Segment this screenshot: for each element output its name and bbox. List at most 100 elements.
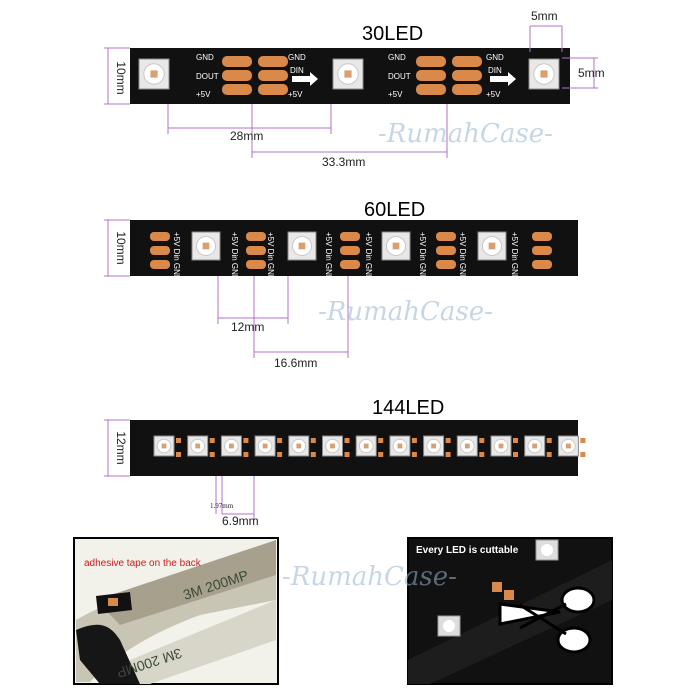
solder-pad xyxy=(452,84,482,95)
pad-text-60-6: +5V Din GND xyxy=(418,232,427,281)
width-label-60led: 10mm xyxy=(114,231,128,264)
solder-pad xyxy=(222,56,252,67)
pitch-label-60led: 12mm xyxy=(231,320,264,334)
solder-pads-30 xyxy=(222,56,482,95)
led-chip xyxy=(138,58,170,90)
led-chip xyxy=(288,435,310,457)
arrow-icon xyxy=(490,72,516,86)
led-chip xyxy=(287,231,317,261)
led-chips-144 xyxy=(153,435,586,457)
pitch-label-144led: 6.9mm xyxy=(222,514,259,528)
strip-30led: GND DOUT +5V GND DIN +5V GND DOUT +5V GN… xyxy=(130,48,570,104)
dimensions-144led xyxy=(104,419,255,520)
chip-height-label: 5mm xyxy=(578,66,605,80)
dimensions-60led xyxy=(104,219,349,358)
solder-pad xyxy=(452,56,482,67)
solder-pad xyxy=(378,452,384,457)
solder-pad xyxy=(532,260,552,269)
title-30led: 30LED xyxy=(362,23,423,45)
solder-pad xyxy=(445,452,451,457)
title-144led: 144LED xyxy=(372,397,444,419)
pad-text-60-8: +5V Din GND xyxy=(510,232,519,281)
solder-pad xyxy=(209,438,215,443)
pad-text-60-5: +5V Din GND xyxy=(364,232,373,281)
pad-label-5v-1: +5V xyxy=(196,90,211,99)
led-chip xyxy=(557,435,579,457)
strip-144led xyxy=(130,420,586,476)
pad-label-din-1: DIN xyxy=(290,66,304,75)
solder-pads-60 xyxy=(150,232,552,269)
led-chip xyxy=(332,58,364,90)
led-chip xyxy=(524,435,546,457)
solder-pad xyxy=(258,84,288,95)
led-chip xyxy=(423,435,445,457)
pad-label-5v-2: +5V xyxy=(288,90,303,99)
solder-pad xyxy=(176,438,181,443)
solder-pad xyxy=(243,452,249,457)
solder-pad xyxy=(246,232,266,241)
width-label-144led: 12mm xyxy=(114,431,128,464)
strip-60led: +5V Din GND +5V Din GND +5V Din GND +5V … xyxy=(130,220,578,281)
pad-label-dout-2: DOUT xyxy=(388,72,411,81)
solder-pad xyxy=(277,438,283,443)
solder-pad xyxy=(546,452,552,457)
pitch-label-30led: 28mm xyxy=(230,129,263,143)
solder-pad xyxy=(209,452,215,457)
pad-text-60-3: +5V Din GND xyxy=(266,232,275,281)
pad-text-60-1: +5V Din GND xyxy=(172,232,181,281)
pad-label-gnd-4: GND xyxy=(486,53,504,62)
solder-pad xyxy=(222,84,252,95)
caption-adhesive: adhesive tape on the back xyxy=(84,558,202,569)
pad-text-60-7: +5V Din GND xyxy=(458,232,467,281)
solder-pad xyxy=(532,232,552,241)
led-chips-60 xyxy=(191,231,507,261)
photo-cuttable: Every LED is cuttable xyxy=(407,537,613,685)
solder-pad xyxy=(258,70,288,81)
solder-pad xyxy=(246,260,266,269)
solder-pad xyxy=(479,452,485,457)
pad-label-gnd-2: GND xyxy=(288,53,306,62)
pad-label-gnd-1: GND xyxy=(196,53,214,62)
solder-pad xyxy=(150,260,170,269)
solder-pad xyxy=(513,452,518,457)
width-label-30led: 10mm xyxy=(114,61,128,94)
led-chip xyxy=(355,435,377,457)
led-chip xyxy=(528,58,560,90)
led-chip xyxy=(490,435,512,457)
solder-pad xyxy=(340,246,360,255)
led-chip xyxy=(389,435,411,457)
solder-pad xyxy=(222,70,252,81)
segment-label-30led: 33.3mm xyxy=(322,155,365,169)
led-chip xyxy=(456,435,478,457)
solder-pad xyxy=(176,452,181,457)
title-60led: 60LED xyxy=(364,199,425,221)
solder-pad xyxy=(532,246,552,255)
watermark-2: -RumahCase- xyxy=(318,297,493,327)
led-chip xyxy=(381,231,411,261)
led-chip xyxy=(191,231,221,261)
solder-pad xyxy=(378,438,384,443)
solder-pad xyxy=(479,438,485,443)
solder-pad xyxy=(445,438,451,443)
solder-pad xyxy=(580,438,586,443)
solder-pad xyxy=(416,84,446,95)
led-chip xyxy=(254,435,276,457)
pad-label-5v-3: +5V xyxy=(388,90,403,99)
pad-label-din-2: DIN xyxy=(488,66,502,75)
pad-label-gnd-3: GND xyxy=(388,53,406,62)
solder-pad xyxy=(344,452,350,457)
solder-pad xyxy=(513,438,518,443)
solder-pad xyxy=(436,260,456,269)
solder-pad xyxy=(340,260,360,269)
watermark-1: -RumahCase- xyxy=(378,119,553,149)
chip-width-label: 5mm xyxy=(531,9,558,23)
solder-pad xyxy=(150,232,170,241)
led-chip xyxy=(322,435,343,457)
arrow-icon xyxy=(292,72,318,86)
photo-adhesive-tape: 3M 200MP 3M 200MP adhesive tape on the b… xyxy=(73,537,279,685)
watermark-3: -RumahCase- xyxy=(282,562,457,592)
solder-pad xyxy=(416,56,446,67)
pad-text-60-2: +5V Din GND xyxy=(230,232,239,281)
led-chip xyxy=(220,435,242,457)
led-chip xyxy=(153,435,175,457)
